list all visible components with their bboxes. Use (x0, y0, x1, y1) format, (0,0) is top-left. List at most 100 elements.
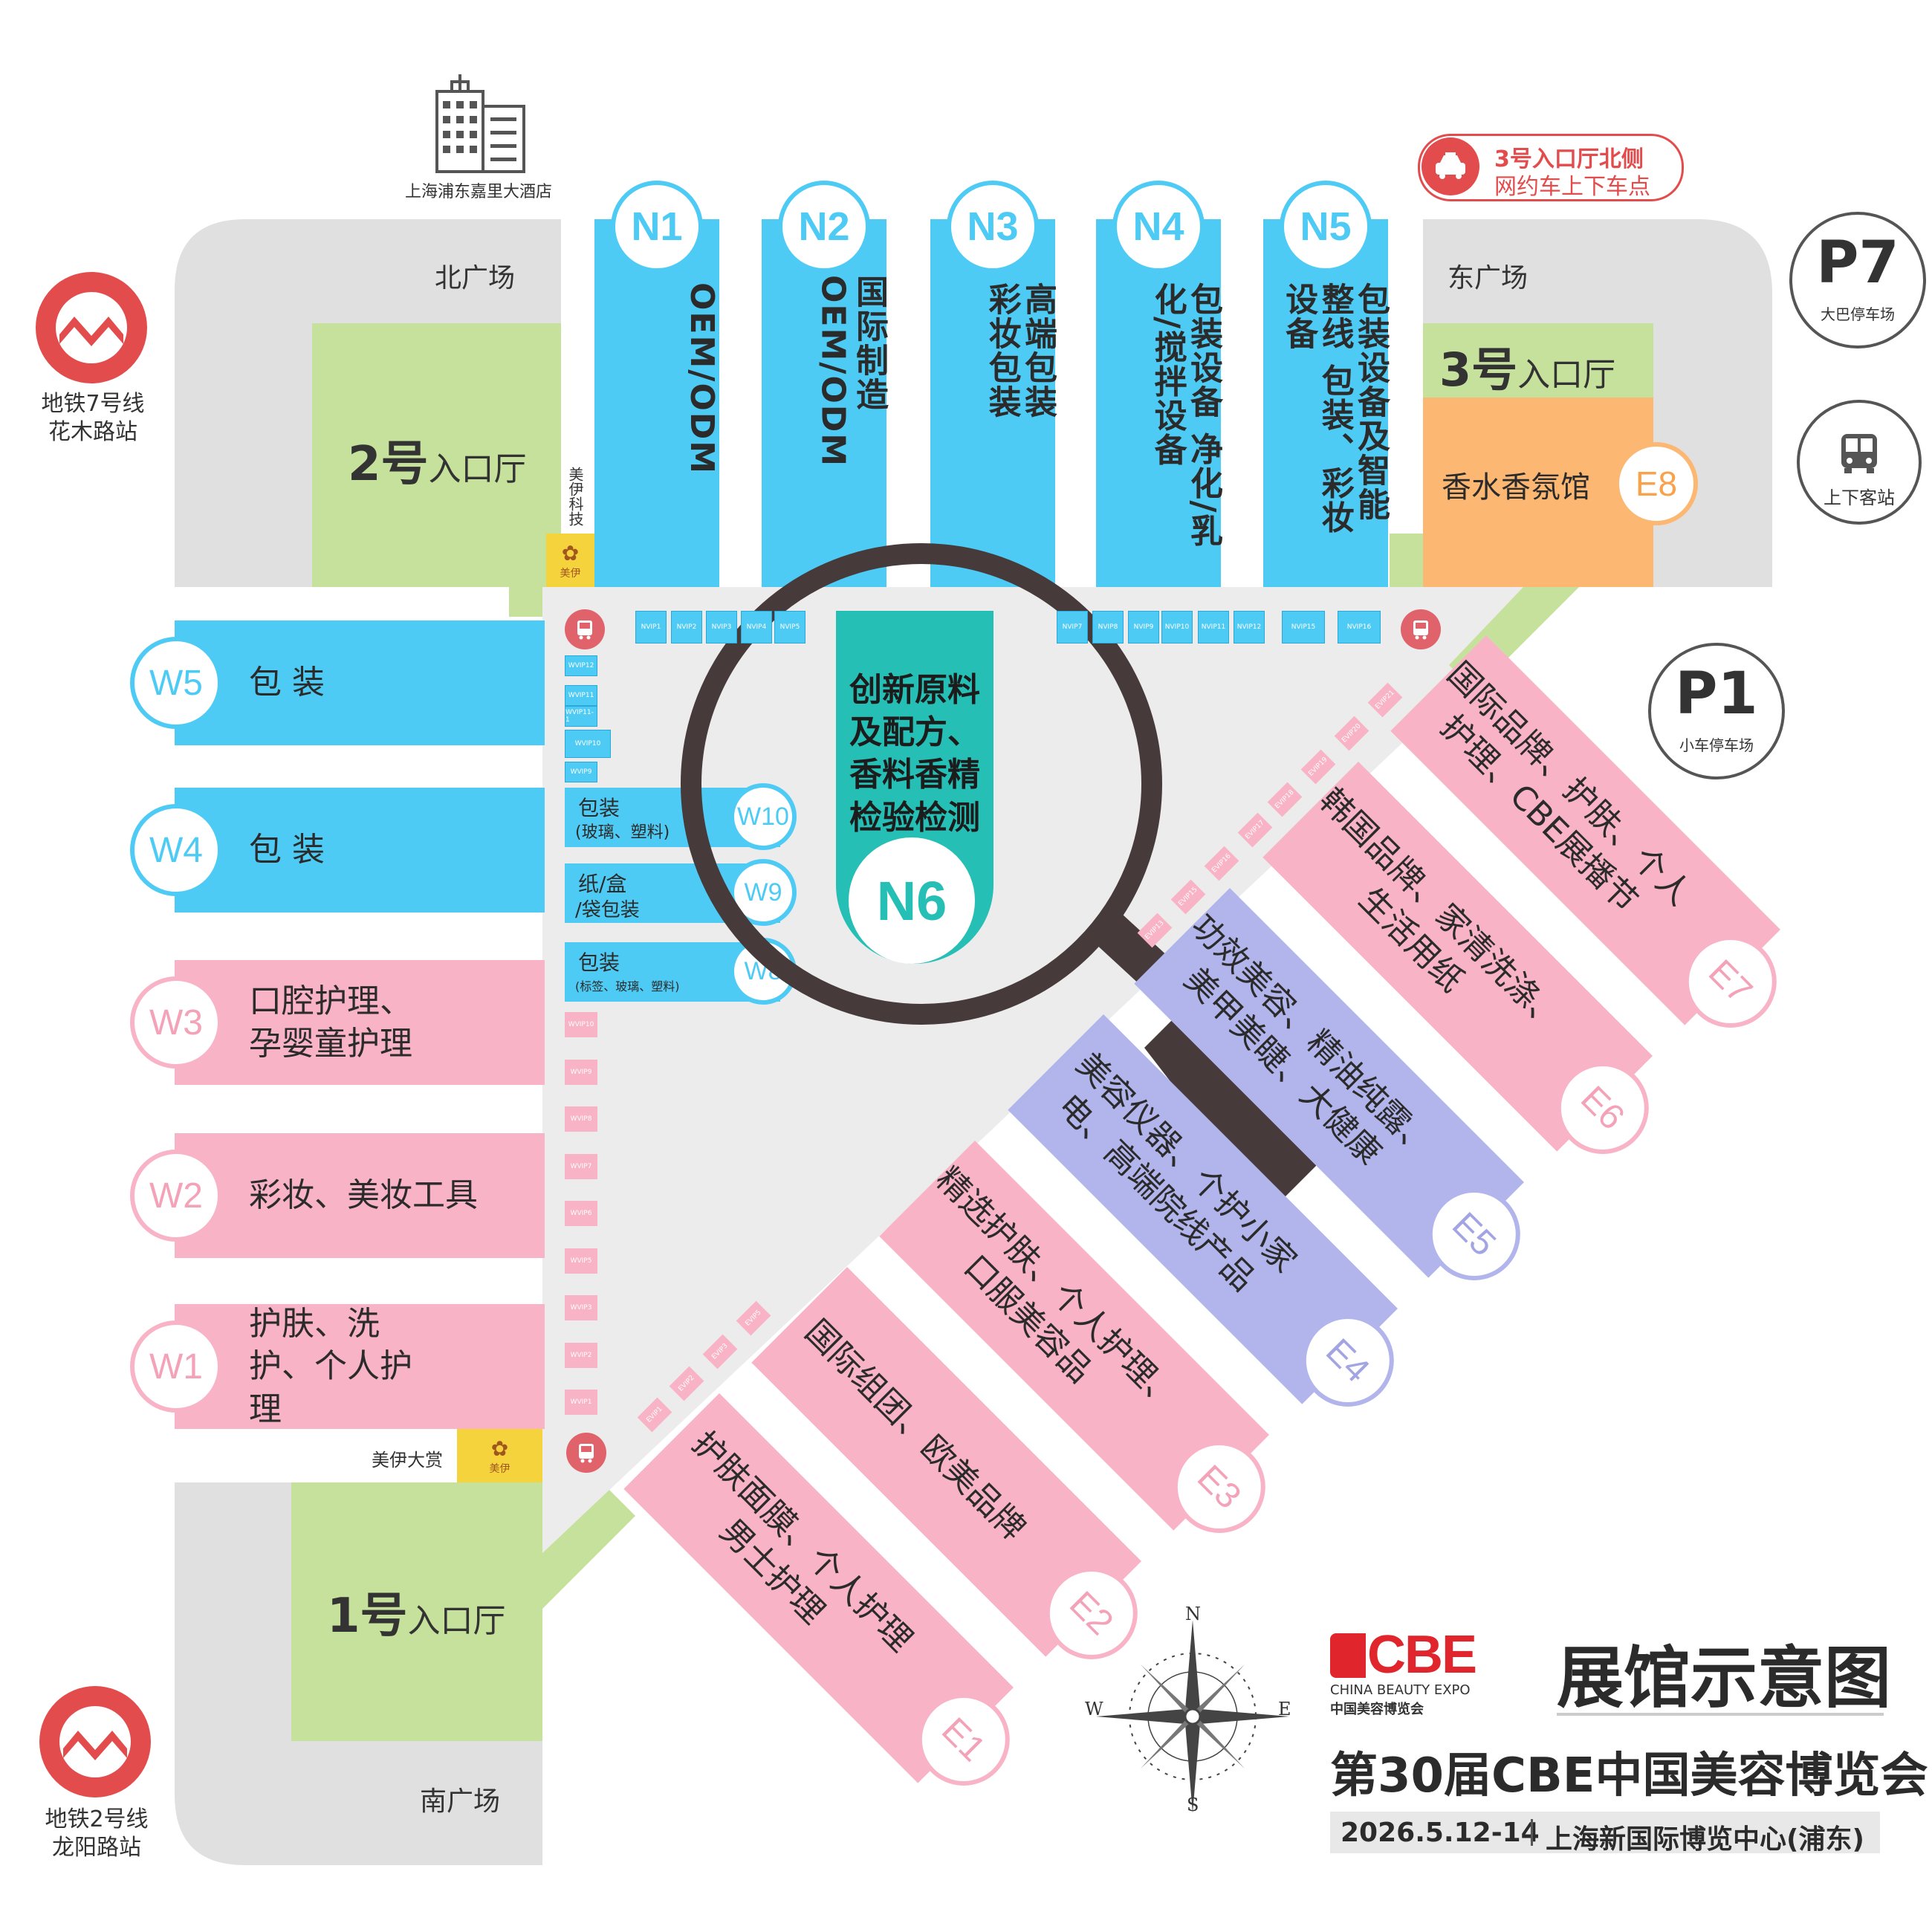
hall-w2-label: 彩妆、美妆工具 (249, 1176, 478, 1215)
metro2-line-label: 地铁2号线 (45, 1806, 149, 1832)
hotel-building-icon (435, 74, 525, 173)
hall-n1[interactable]: N1 OEM/ODM (594, 181, 721, 587)
entrance-2-hall[interactable]: 2号入口厅 (312, 323, 561, 587)
hall-w9[interactable]: 纸/盒 /袋包装 W9 (565, 859, 797, 926)
vip-room[interactable]: WVIP11 (565, 685, 597, 706)
hall-n6-label: 创新原料及配方、香料香精检验检测 (849, 671, 980, 837)
p7-label: P7 (1816, 230, 1899, 296)
compass-e: E (1278, 1699, 1291, 1719)
taxi-pickup-point[interactable]: 3号入口厅北侧 网约车上下车点 (1418, 134, 1684, 201)
compass-s: S (1187, 1795, 1199, 1815)
cbe-logo-text: CBE (1367, 1625, 1477, 1685)
bus-stop-icon (566, 1433, 606, 1473)
vip-room[interactable]: NVIP5 (774, 611, 805, 644)
hotel-label: 上海浦东嘉里大酒店 (405, 183, 553, 201)
vip-room[interactable]: NVIP15 (1282, 611, 1325, 644)
hall-n3-badge: N3 (947, 181, 1039, 273)
vip-room[interactable]: WVIP3 (565, 1295, 597, 1320)
vip-room[interactable]: WVIP9 (565, 1059, 597, 1085)
vip-room[interactable]: NVIP11 (1198, 611, 1229, 644)
hall-w9-sub: /袋包装 (575, 899, 640, 921)
vip-room[interactable]: WVIP2 (565, 1342, 597, 1368)
bus-stop-icon (1401, 609, 1441, 649)
hall-e8-label: 香水香氛馆 (1442, 470, 1590, 505)
vip-room[interactable]: NVIP7 (1057, 611, 1088, 644)
hall-w10-badge: W10 (730, 783, 797, 850)
meiyi-logo-text: 美伊 (489, 1462, 510, 1475)
coach-sub: 上下客站 (1824, 487, 1895, 508)
hall-w10[interactable]: 包装 (玻璃、塑料) W10 (565, 783, 797, 850)
vip-room[interactable]: NVIP8 (1092, 611, 1124, 644)
event-info-bar: 2026.5.12-14 上海新国际博览中心(浦东) (1330, 1812, 1880, 1855)
hall-n5[interactable]: N5 包装设备及智能整线 包装、彩妆设备 (1263, 181, 1390, 587)
vip-room[interactable]: WVIP9 (565, 762, 597, 782)
vip-room[interactable]: NVIP10 (1161, 611, 1193, 644)
vip-room[interactable]: NVIP16 (1338, 611, 1381, 644)
hall-w5[interactable]: W5 包 装 (130, 620, 545, 745)
hall-n6[interactable]: 创新原料及配方、香料香精检验检测 N6 (836, 611, 993, 964)
vip-room[interactable]: NVIP4 (741, 611, 772, 644)
hall-w3[interactable]: W3 口腔护理、孕婴童护理 (130, 960, 545, 1085)
vip-room[interactable]: WVIP12 (565, 655, 597, 676)
vip-room[interactable]: WVIP5 (565, 1248, 597, 1274)
meiyi-award-label: 美伊大赏 (372, 1450, 443, 1471)
entrance-3-hall[interactable]: 3号入口厅 (1423, 323, 1653, 398)
vip-room[interactable]: WVIP7 (565, 1153, 597, 1179)
vip-room[interactable]: NVIP12 (1234, 611, 1265, 644)
vip-room[interactable]: WVIP6 (565, 1201, 597, 1226)
hall-n4-label: 包装设备 净化/乳化/搅拌设备 (1148, 282, 1222, 548)
entrance-1-hall[interactable]: 1号入口厅 (291, 1482, 542, 1741)
metro7-line-label: 地铁7号线 (41, 391, 145, 417)
hall-w8-label: 包装 (578, 950, 620, 975)
entrance-1-number: 1号 (327, 1589, 408, 1644)
event-date: 2026.5.12-14 (1341, 1818, 1540, 1848)
cbe-logo-cn: 中国美容博览会 (1330, 1702, 1424, 1717)
hall-w1-badge: W1 (130, 1320, 222, 1413)
hall-n2-label: 国际制造 OEM/ODM (814, 275, 888, 468)
cbe-logo-en: CHINA BEAUTY EXPO (1330, 1682, 1471, 1698)
taxi-icon (1422, 137, 1479, 195)
vip-room[interactable]: NVIP2 (671, 611, 702, 644)
hall-w2-badge: W2 (130, 1150, 222, 1242)
hall-n3-label: 高端包装 彩妆包装 (982, 282, 1057, 419)
hall-n4[interactable]: N4 包装设备 净化/乳化/搅拌设备 (1096, 181, 1222, 587)
hall-w4[interactable]: W4 包 装 (130, 788, 545, 912)
parking-p1[interactable]: P1 小车停车场 (1648, 643, 1785, 779)
coach-station[interactable]: 上下客站 (1797, 400, 1922, 525)
hall-w1-label: 护肤、洗护、个人护理 (249, 1305, 412, 1428)
vip-room[interactable]: NVIP1 (635, 611, 667, 644)
hall-w1[interactable]: W1 护肤、洗护、个人护理 (130, 1304, 545, 1429)
compass-w: W (1085, 1699, 1103, 1719)
hall-n2[interactable]: N2 国际制造 OEM/ODM (762, 181, 888, 587)
hall-n5-label: 包装设备及智能整线 包装、彩妆设备 (1280, 282, 1390, 535)
vip-room[interactable]: WVIP10 (565, 730, 611, 758)
vip-room[interactable]: WVIP11-1 (565, 706, 597, 727)
hall-w8[interactable]: 包装 (标签、玻璃、塑料) W8 (565, 938, 797, 1005)
vip-room[interactable]: WVIP10 (565, 1012, 597, 1037)
hall-n4-badge: N4 (1112, 181, 1205, 273)
hall-w10-label: 包装 (578, 796, 620, 820)
event-venue: 上海新国际博览中心(浦东) (1546, 1824, 1864, 1855)
bus-stop-icon (565, 609, 605, 649)
hall-n2-badge: N2 (778, 181, 870, 273)
hall-n3[interactable]: N3 高端包装 彩妆包装 (930, 181, 1057, 587)
hall-e8[interactable]: 香水香氛馆 E8 (1423, 398, 1698, 587)
cbe-logo-mark-icon (1330, 1633, 1366, 1678)
map-title: 展馆示意图 (1557, 1639, 1891, 1717)
vip-room[interactable]: WVIP8 (565, 1106, 597, 1132)
meiyi-award-booth[interactable]: ✿ 美伊 (457, 1429, 542, 1482)
metro-logo-icon (39, 1686, 151, 1798)
hall-w2[interactable]: W2 彩妆、美妆工具 (130, 1133, 545, 1258)
meiyi-tech-booth[interactable]: ✿ 美伊 (546, 534, 594, 587)
hall-w4-badge: W4 (130, 804, 222, 896)
parking-p7[interactable]: P7 大巴停车场 (1789, 212, 1926, 349)
p1-sub: 小车停车场 (1679, 736, 1754, 754)
vip-room[interactable]: WVIP1 (565, 1390, 597, 1415)
hall-w3-badge: W3 (130, 976, 222, 1069)
hall-w5-badge: W5 (130, 637, 222, 729)
vip-room[interactable]: NVIP3 (706, 611, 737, 644)
entrance-1-text: 入口厅 (407, 1602, 506, 1640)
meiyi-tech-label: 美伊科技 (566, 467, 584, 526)
vip-room[interactable]: NVIP9 (1128, 611, 1159, 644)
metro7-station-label: 花木路站 (48, 418, 137, 445)
